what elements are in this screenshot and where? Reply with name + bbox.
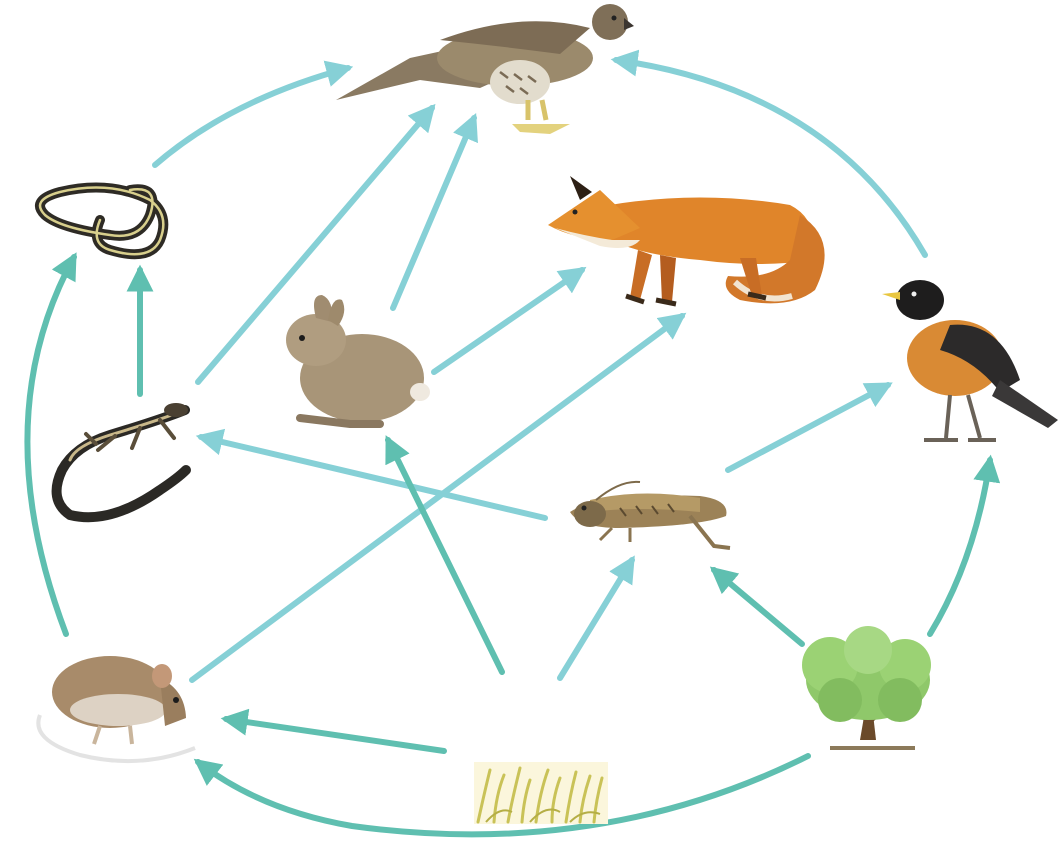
arrow-shrub-to-grasshopper [714, 570, 802, 644]
hawk-icon [336, 4, 634, 134]
mouse-icon [38, 656, 195, 761]
grass-icon [474, 762, 608, 824]
arrow-shrub-to-robin [930, 460, 990, 634]
lizard-icon [57, 403, 188, 517]
arrow-grasshopper-to-lizard [201, 437, 545, 518]
arrow-grasshopper-to-robin [728, 385, 888, 470]
arrow-grass-to-grasshopper [560, 560, 632, 678]
arrow-grass-to-rabbit [388, 440, 502, 672]
rabbit-icon [286, 295, 430, 424]
arrow-grass-to-mouse [226, 719, 444, 751]
arrow-snake-to-hawk [155, 68, 348, 165]
arrow-rabbit-to-hawk [393, 118, 474, 308]
fox-icon [548, 176, 825, 304]
arrow-rabbit-to-fox [434, 270, 582, 372]
robin-icon [882, 280, 1058, 440]
snake-icon [40, 188, 163, 255]
shrub-icon [802, 626, 931, 748]
arrow-mouse-to-snake [27, 257, 74, 634]
grasshopper-icon [570, 482, 730, 548]
